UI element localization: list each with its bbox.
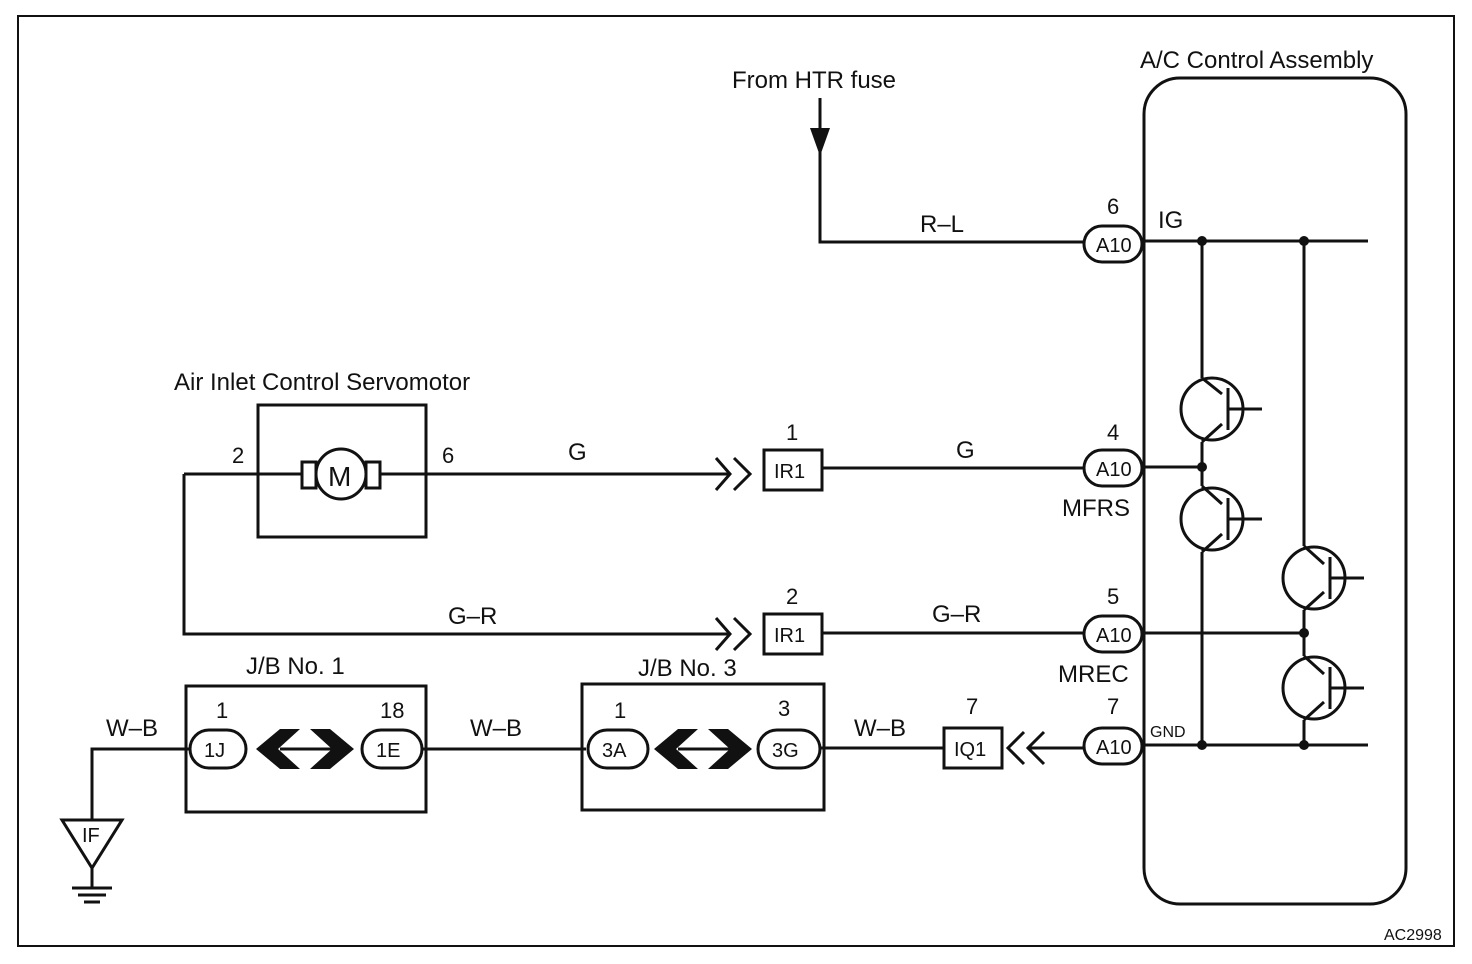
connector-arrow-icon bbox=[714, 456, 753, 492]
wire-wb-ground bbox=[90, 747, 190, 820]
pin-number: 2 bbox=[786, 584, 798, 609]
wire-label-wb-mid: W–B bbox=[470, 715, 522, 742]
ground-icon: IF bbox=[59, 818, 125, 904]
wire-label-gr-right: G–R bbox=[932, 601, 981, 628]
junction-arrows-icon bbox=[654, 729, 752, 769]
servomotor-box bbox=[256, 403, 428, 539]
wire-rl bbox=[818, 150, 1088, 244]
wire-label-wb-right: W–B bbox=[854, 715, 906, 742]
connector-iq1: 7 IQ1 bbox=[942, 694, 1004, 770]
pin-number: 1 bbox=[614, 698, 626, 723]
reference-code: AC2998 bbox=[1384, 927, 1442, 944]
servomotor-title: Air Inlet Control Servomotor bbox=[174, 369, 470, 396]
jb3-title: J/B No. 3 bbox=[638, 655, 737, 682]
motor-icon: M bbox=[300, 447, 382, 501]
connector-code: IR1 bbox=[774, 461, 805, 483]
connector-code: A10 bbox=[1096, 235, 1132, 257]
pin-number: 7 bbox=[966, 694, 978, 719]
connector-ir1-pin2: 2 IR1 bbox=[762, 584, 824, 656]
motor-pin-right: 6 bbox=[442, 443, 454, 468]
terminal-mfrs: MFRS bbox=[1062, 495, 1130, 522]
transistor-icon bbox=[1179, 484, 1262, 554]
wire-gr-left bbox=[182, 474, 728, 636]
transistor-icon bbox=[1179, 376, 1262, 444]
pin-number: 7 bbox=[1107, 694, 1119, 719]
connector-code: 3G bbox=[772, 740, 799, 762]
transistor-icon bbox=[1281, 544, 1364, 612]
wire-label-gr-left: G–R bbox=[448, 603, 497, 630]
connector-code: 3A bbox=[602, 740, 627, 762]
connector-code: A10 bbox=[1096, 625, 1132, 647]
connector-a10-ig: 6 A10 bbox=[1082, 194, 1144, 264]
ac-control-assembly bbox=[1142, 76, 1408, 906]
connector-1j: 1 1J bbox=[188, 698, 248, 770]
source-label: From HTR fuse bbox=[732, 67, 896, 94]
pin-number: 18 bbox=[380, 698, 404, 723]
connector-code: 1E bbox=[376, 740, 400, 762]
motor-pin-left: 2 bbox=[232, 443, 244, 468]
connector-1e: 18 1E bbox=[360, 698, 424, 770]
connector-a10-mfrs: 4 A10 bbox=[1082, 420, 1144, 488]
wire-label-wb-ground: W–B bbox=[106, 715, 158, 742]
connector-arrow-icon bbox=[714, 616, 753, 652]
arrow-down-icon bbox=[810, 98, 830, 156]
pin-number: 6 bbox=[1107, 194, 1119, 219]
connector-code: IR1 bbox=[774, 625, 805, 647]
pin-number: 1 bbox=[216, 698, 228, 723]
connector-code: 1J bbox=[204, 740, 225, 762]
connector-ir1-pin1: 1 IR1 bbox=[762, 420, 824, 492]
connector-a10-mrec: 5 A10 bbox=[1082, 584, 1144, 654]
connector-code: A10 bbox=[1096, 459, 1132, 481]
terminal-ig: IG bbox=[1158, 207, 1183, 234]
pin-number: 4 bbox=[1107, 420, 1119, 445]
connector-3a: 1 3A bbox=[586, 698, 650, 770]
jb1-title: J/B No. 1 bbox=[246, 653, 345, 680]
wire-label-rl: R–L bbox=[920, 211, 964, 238]
ac-control-title: A/C Control Assembly bbox=[1140, 47, 1373, 74]
pin-number: 3 bbox=[778, 696, 790, 721]
junction-arrows-icon bbox=[256, 729, 354, 769]
pin-number: 1 bbox=[786, 420, 798, 445]
wire-label-g-left: G bbox=[568, 439, 587, 466]
terminal-mrec: MREC bbox=[1058, 661, 1129, 688]
wire-label-g-right: G bbox=[956, 437, 975, 464]
connector-a10-gnd: 7 A10 bbox=[1082, 694, 1144, 766]
ground-point-label: IF bbox=[82, 825, 100, 847]
connector-3g: 3 3G bbox=[756, 696, 822, 770]
motor-symbol: M bbox=[328, 461, 351, 492]
connector-code: A10 bbox=[1096, 737, 1132, 759]
connector-code: IQ1 bbox=[954, 739, 986, 761]
transistor-icon bbox=[1281, 654, 1364, 722]
terminal-gnd: GND bbox=[1150, 724, 1186, 741]
diagram-frame bbox=[17, 15, 1455, 947]
pin-number: 5 bbox=[1107, 584, 1119, 609]
